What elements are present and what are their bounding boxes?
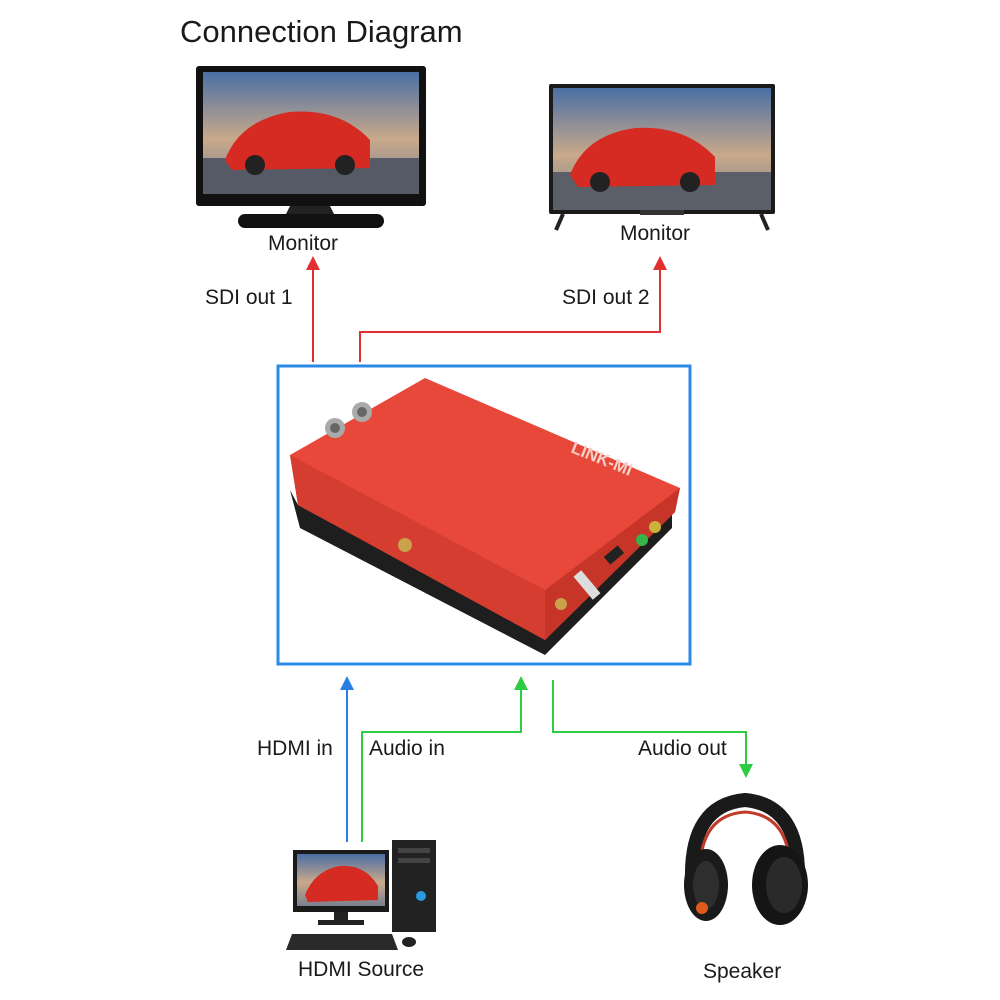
- sdi-out-2-label: SDI out 2: [562, 286, 650, 309]
- sdi-out-1-label: SDI out 1: [205, 286, 293, 309]
- audio-out-arrow: [552, 680, 753, 778]
- device-frame: [276, 364, 692, 666]
- sdi-out-2-arrow: [359, 256, 667, 362]
- speaker-headphones-icon: [684, 792, 808, 925]
- audio-in-label: Audio in: [369, 737, 445, 760]
- monitor-right-label: Monitor: [620, 222, 691, 245]
- sdi-out-1-arrow: [306, 256, 320, 362]
- hdmi-in-label: HDMI in: [257, 737, 333, 760]
- audio-in-arrow: [361, 676, 528, 842]
- speaker-label: Speaker: [703, 960, 782, 983]
- monitor-right-icon: [549, 84, 775, 231]
- hdmi-source-label: HDMI Source: [298, 958, 425, 981]
- converter-device-icon: LINK-MI: [290, 378, 680, 655]
- audio-out-label: Audio out: [638, 737, 727, 760]
- diagram-title: Connection Diagram: [180, 14, 463, 49]
- monitor-left-label: Monitor: [268, 232, 339, 255]
- monitor-left-icon: [196, 66, 426, 228]
- hdmi-source-computer-icon: [286, 840, 436, 950]
- hdmi-in-arrow: [340, 676, 354, 842]
